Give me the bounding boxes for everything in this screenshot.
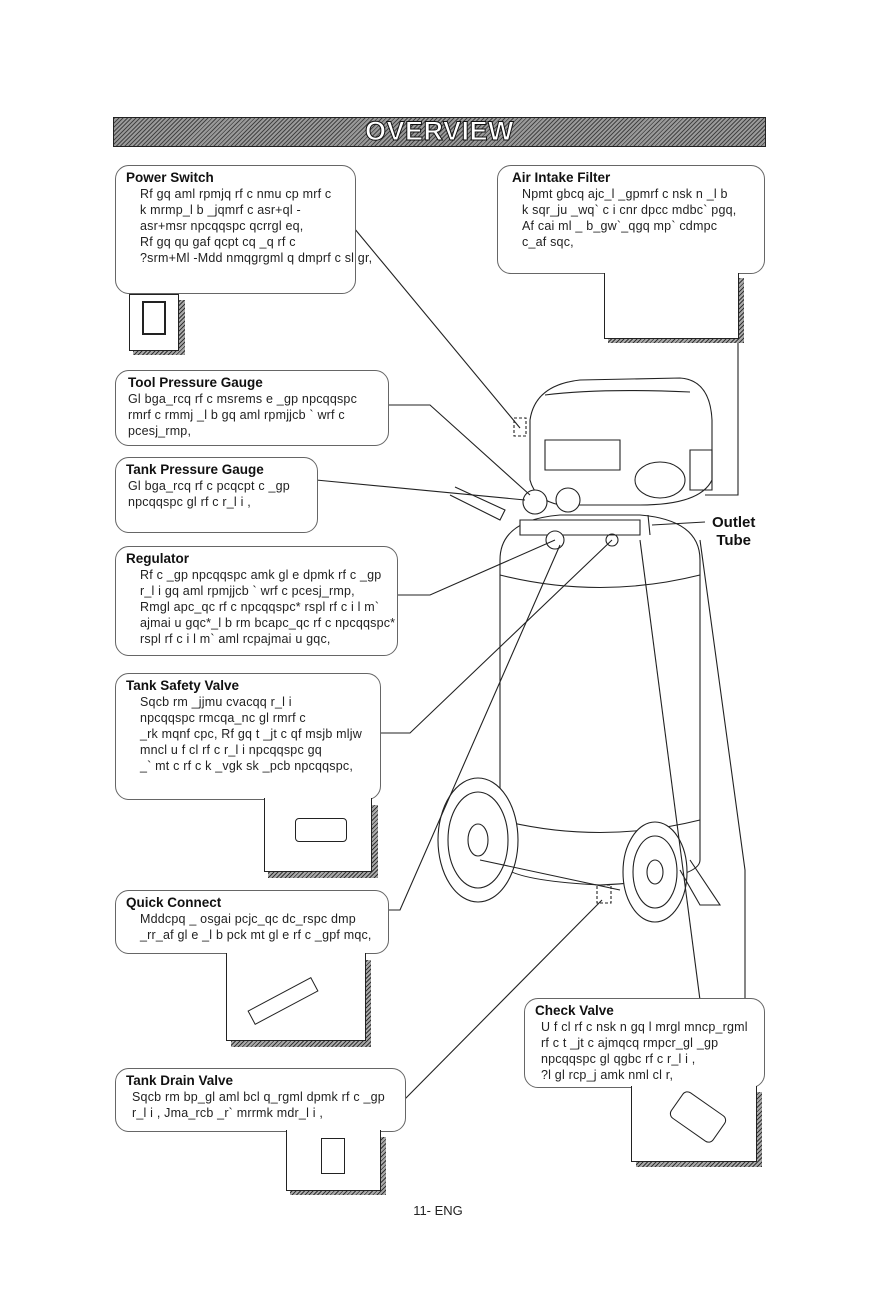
callout-text: ?srm+Ml -Mdd nmqgrgml q dmprf c sl gr, [140,251,373,265]
callout-tool-pressure-gauge: Tool Pressure Gauge Gl bga_rcq rf c msre… [115,370,389,446]
callout-text: rspl rf c i l m` aml rcpajmai u gqc, [140,632,331,646]
safety-valve-thumbnail [264,798,372,872]
callout-text: k sqr_ju _wq` c i cnr dpcc mdbc` pgq, [522,203,737,217]
power-switch-thumbnail [129,294,179,351]
drain-valve-thumbnail [286,1130,381,1191]
callout-text: rmrf c rmmj _l b gq aml rpmjjcb ` wrf c [128,408,345,422]
callout-title: Tank Safety Valve [126,678,240,693]
callout-air-intake-filter: Air Intake Filter Npmt gbcq ajc_l _gpmrf… [497,165,765,274]
callout-text: ?l gl rcp_j amk nml cl r, [541,1068,674,1082]
callout-tank-drain-valve: Tank Drain Valve Sqcb rm bp_gl aml bcl q… [115,1068,406,1132]
check-valve-thumbnail [631,1086,757,1162]
outlet-tube-label: Outlet Tube [712,514,756,549]
callout-text: npcqqspc gl qgbc rf c r_l i , [541,1052,696,1066]
callout-power-switch: Power Switch Rf gq aml rpmjq rf c nmu cp… [115,165,372,294]
callout-tank-pressure-gauge: Tank Pressure Gauge Gl bga_rcq rf c pcqc… [115,457,318,533]
callout-text: Gl bga_rcq rf c msrems e _gp npcqqspc [128,392,358,406]
switch-icon [142,301,166,335]
valve-icon [295,818,347,842]
callout-text: asr+msr npcqqspc qcrrgl eq, [140,219,304,233]
callout-text: Gl bga_rcq rf c pcqcpt c _gp [128,479,290,493]
callout-tank-safety-valve: Tank Safety Valve Sqcb rm _jjmu cvacqq r… [115,673,381,800]
quick-connect-thumbnail [226,953,366,1041]
callout-check-valve: Check Valve U f cl rf c nsk n gq l mrgl … [524,998,765,1088]
fitting-icon [667,1088,729,1146]
drain-icon [321,1138,345,1174]
callout-title: Tank Pressure Gauge [126,462,264,477]
callout-text: Af cai ml _ b_gw`_qgq mp` cdmpc [522,219,718,233]
callout-text: U f cl rf c nsk n gq l mrgl mncp_rgml [541,1020,748,1034]
callout-text: c_af sqc, [522,235,574,249]
callout-title: Tool Pressure Gauge [128,375,263,390]
overview-banner: OVERVIEW [113,116,766,147]
callout-title: Air Intake Filter [512,170,611,185]
callout-regulator: Regulator Rf c _gp npcqqspc amk gl e dpm… [115,546,398,656]
callout-title: Quick Connect [126,895,222,910]
callout-text: Mddcpq _ osgai pcjc_qc dc_rspc dmp [140,912,356,926]
callout-text: Sqcb rm bp_gl aml bcl q_rgml dpmk rf c _… [132,1090,385,1104]
callout-text: ajmai u gqc*_l b rm bcapc_qc rf c npcqqs… [140,616,396,630]
page-title: OVERVIEW [364,116,515,147]
callout-text: rf c t _jt c ajmqcq rmpcr_gl _gp [541,1036,719,1050]
coupler-icon [247,977,319,1025]
callout-title: Tank Drain Valve [126,1073,234,1088]
callout-text: r_l i , Jma_rcb _r` mrrmk mdr_l i , [132,1106,324,1120]
callout-title: Regulator [126,551,190,566]
callout-text: _rk mqnf cpc, Rf gq t _jt c qf msjb mljw [140,727,362,741]
callout-text: _rr_af gl e _l b pck mt gl e rf c _gpf m… [140,928,372,942]
callout-text: Rf gq aml rpmjq rf c nmu cp mrf c [140,187,332,201]
callout-text: Rf c _gp npcqqspc amk gl e dpmk rf c _gp [140,568,382,582]
callout-text: npcqqspc rmcqa_nc gl rmrf c [140,711,306,725]
callout-text: Sqcb rm _jjmu cvacqq r_l i [140,695,292,709]
callout-text: npcqqspc gl rf c r_l i , [128,495,251,509]
callout-text: mncl u f cl rf c r_l i npcqqspc gq [140,743,322,757]
callout-quick-connect: Quick Connect Mddcpq _ osgai pcjc_qc dc_… [115,890,389,954]
callout-text: _` mt c rf c k _vgk sk _pcb npcqqspc, [140,759,354,773]
page-number: 11- ENG [413,1203,463,1218]
callout-text: Rf gq qu gaf qcpt cq _q rf c [140,235,296,249]
callout-text: Npmt gbcq ajc_l _gpmrf c nsk n _l b [522,187,728,201]
callout-title: Check Valve [535,1003,614,1018]
callout-text: Rmgl apc_qc rf c npcqqspc* rspl rf c i l… [140,600,380,614]
callout-text: r_l i gq aml rpmjjcb ` wrf c pcesj_rmp, [140,584,355,598]
callout-title: Power Switch [126,170,214,185]
callout-text: pcesj_rmp, [128,424,192,438]
callout-text: k mrmp_l b _jqmrf c asr+ql - [140,203,301,217]
air-filter-thumbnail [604,273,739,339]
